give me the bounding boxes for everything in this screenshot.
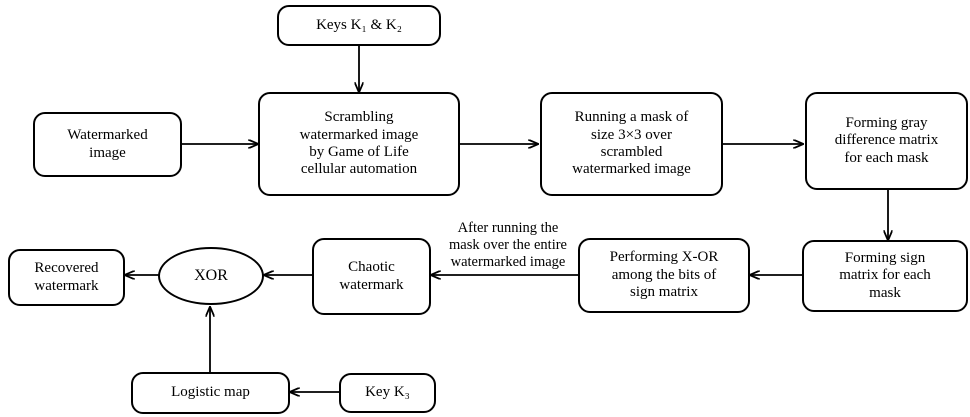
node-xor-label: XOR	[194, 267, 228, 284]
node-running-mask-label: Running a mask of size 3×3 over scramble…	[572, 109, 691, 178]
node-recovered-watermark[interactable]: Recovered watermark	[8, 249, 125, 306]
edge-label-after-running-mask: After running the mask over the entire w…	[434, 203, 582, 271]
node-running-mask[interactable]: Running a mask of size 3×3 over scramble…	[540, 92, 723, 196]
node-performing-xor-label: Performing X-OR among the bits of sign m…	[609, 249, 719, 301]
node-sign-matrix[interactable]: Forming sign matrix for each mask	[802, 240, 968, 312]
node-watermarked-image[interactable]: Watermarked image	[33, 112, 182, 177]
node-sign-matrix-label: Forming sign matrix for each mask	[839, 249, 931, 301]
node-key3-label: Key K₃	[365, 384, 410, 401]
node-gray-difference-matrix[interactable]: Forming gray difference matrix for each …	[805, 92, 968, 190]
node-logistic-map[interactable]: Logistic map	[131, 372, 290, 414]
edge-label-after-running-mask-text: After running the mask over the entire w…	[449, 220, 567, 271]
node-watermarked-image-label: Watermarked image	[67, 127, 148, 161]
node-recovered-watermark-label: Recovered watermark	[34, 260, 99, 294]
node-keys-label: Keys K₁ & K₂	[316, 16, 402, 33]
node-keys[interactable]: Keys K₁ & K₂	[277, 5, 441, 46]
node-chaotic-watermark-label: Chaotic watermark	[339, 259, 404, 293]
node-scrambling[interactable]: Scrambling watermarked image by Game of …	[258, 92, 460, 196]
node-scrambling-label: Scrambling watermarked image by Game of …	[299, 109, 419, 178]
node-chaotic-watermark[interactable]: Chaotic watermark	[312, 238, 431, 315]
node-gray-difference-matrix-label: Forming gray difference matrix for each …	[834, 114, 939, 166]
node-key3[interactable]: Key K₃	[339, 373, 436, 413]
node-performing-xor[interactable]: Performing X-OR among the bits of sign m…	[578, 238, 750, 313]
node-logistic-map-label: Logistic map	[171, 384, 250, 401]
node-xor[interactable]: XOR	[158, 247, 264, 305]
